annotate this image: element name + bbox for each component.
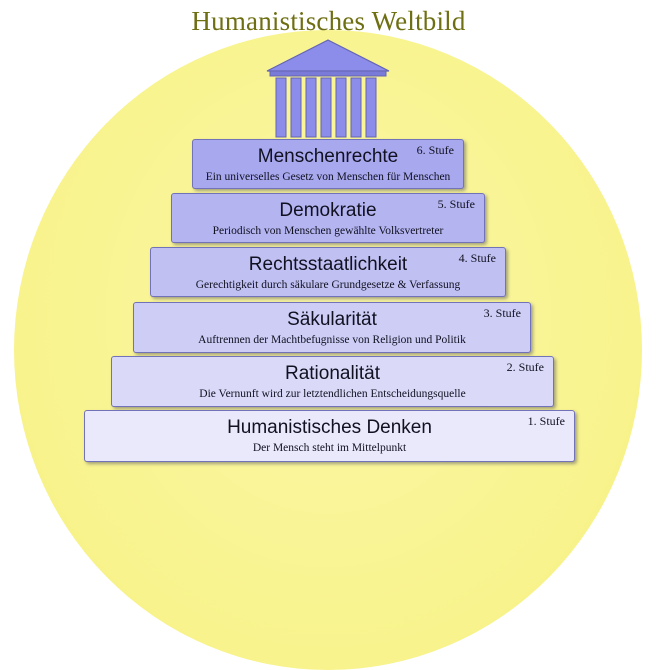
temple-column: [320, 77, 332, 138]
temple-column: [275, 77, 287, 138]
step-name: Menschenrechte: [257, 146, 399, 167]
temple-column: [350, 77, 362, 138]
step-description: Periodisch von Menschen gewählte Volksve…: [212, 225, 444, 237]
temple-column: [290, 77, 302, 138]
step-description: Auftrennen der Machtbefugnisse von Relig…: [198, 334, 466, 346]
step-level: 5. Stufe: [437, 197, 475, 211]
step-level: 3. Stufe: [483, 306, 521, 320]
temple-entablature: [269, 70, 387, 77]
step-description: Gerechtigkeit durch säkulare Grundgesetz…: [195, 279, 461, 291]
temple-column: [335, 77, 347, 138]
step-level: 2. Stufe: [506, 360, 544, 374]
step-rechtsstaatlichkeit: Rechtsstaatlichkeit Gerechtigkeit durch …: [150, 247, 506, 297]
temple-icon: [266, 39, 390, 138]
step-humanistisches-denken: Humanistisches Denken Der Mensch steht i…: [84, 410, 575, 462]
step-name: Rechtsstaatlichkeit: [248, 254, 408, 275]
step-rationalitaet: Rationalität Die Vernunft wird zur letzt…: [111, 356, 554, 407]
diagram-title: Humanistisches Weltbild: [191, 6, 466, 36]
step-description: Der Mensch steht im Mittelpunkt: [252, 442, 407, 454]
step-level: 4. Stufe: [458, 251, 496, 265]
step-name: Demokratie: [279, 200, 377, 221]
temple-roof: [266, 39, 390, 72]
step-description: Ein universelles Gesetz von Menschen für…: [205, 171, 451, 183]
step-level: 6. Stufe: [416, 143, 454, 157]
step-level: 1. Stufe: [527, 414, 565, 428]
step-name: Rationalität: [284, 363, 381, 384]
step-name: Säkularität: [287, 309, 377, 330]
step-menschenrechte: Menschenrechte Ein universelles Gesetz v…: [192, 139, 464, 189]
temple-column: [365, 77, 377, 138]
temple-column: [305, 77, 317, 138]
step-demokratie: Demokratie Periodisch von Menschen gewäh…: [171, 193, 485, 243]
step-description: Die Vernunft wird zur letztendlichen Ent…: [199, 388, 466, 400]
step-saekularitaet: Säkularität Auftrennen der Machtbefugnis…: [133, 302, 531, 353]
step-name: Humanistisches Denken: [227, 417, 432, 438]
